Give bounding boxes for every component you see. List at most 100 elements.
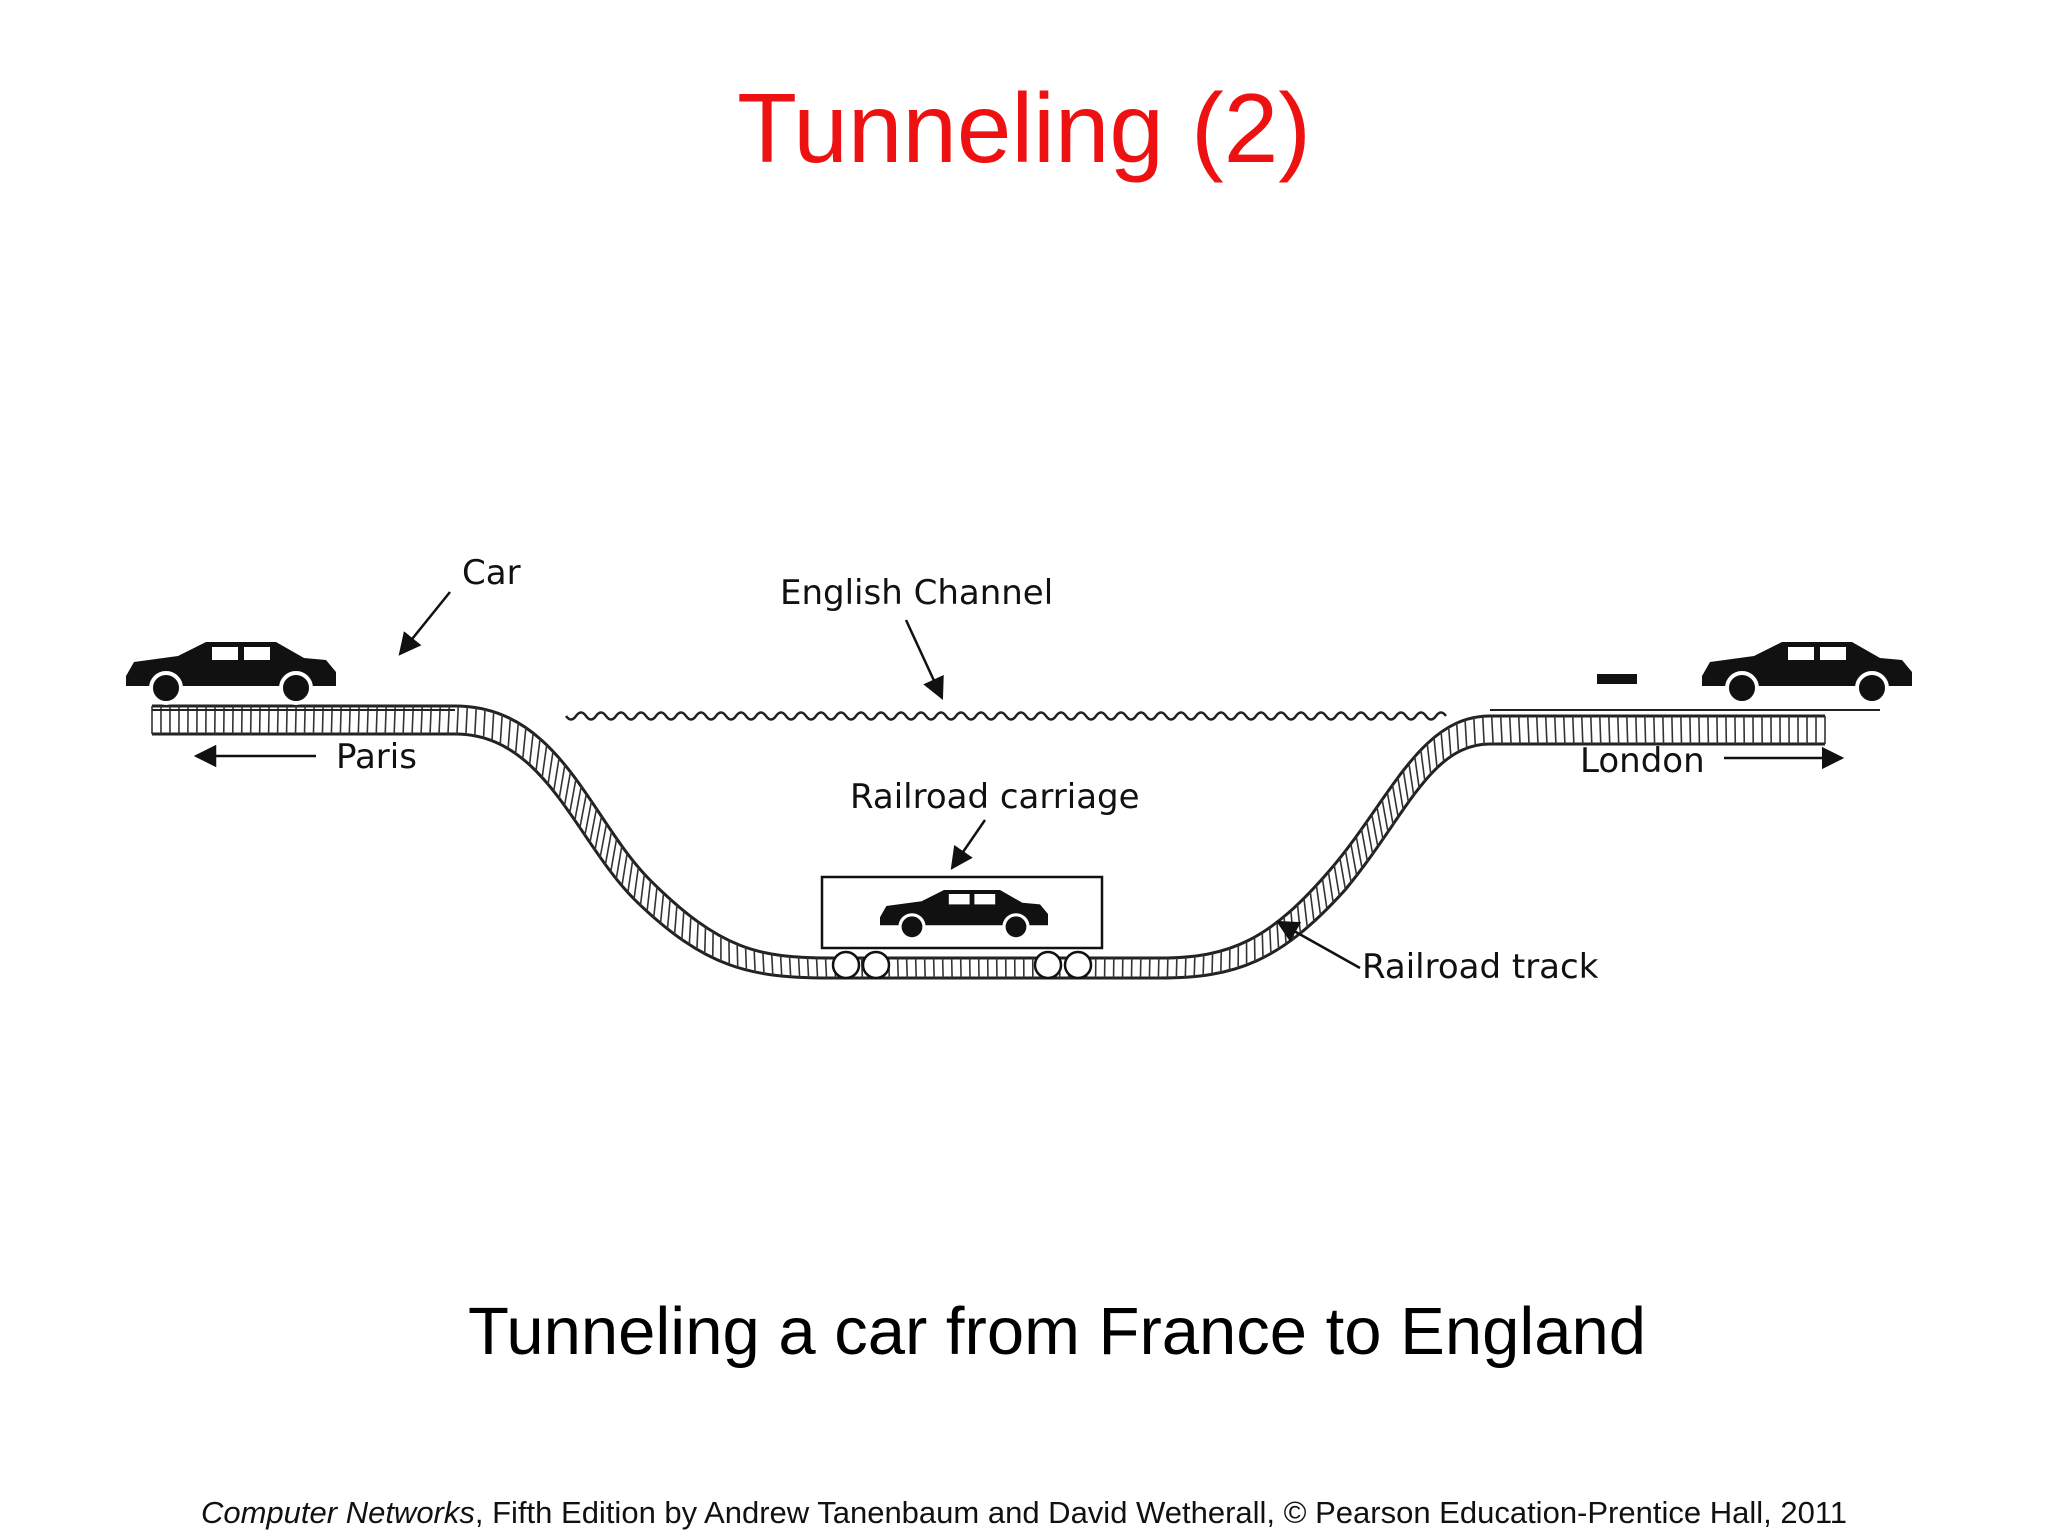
railroad-tie xyxy=(1365,821,1374,854)
railroad-tie xyxy=(1608,715,1611,745)
railroad-tie xyxy=(1397,777,1405,810)
channel-pointer-arrow xyxy=(904,619,944,701)
railroad-tie xyxy=(535,738,541,772)
railroad-tie xyxy=(1481,716,1485,745)
railroad-tie xyxy=(1420,749,1426,782)
railroad-tie xyxy=(753,950,756,973)
railroad-tie xyxy=(1327,871,1335,903)
railroad-tie xyxy=(1653,715,1656,745)
label-railroad-track: Railroad track xyxy=(1362,947,1599,987)
railroad-tie xyxy=(1350,843,1358,876)
railroad-tie xyxy=(1408,763,1415,796)
railroad-tie xyxy=(1562,715,1566,745)
railroad-tie xyxy=(1535,715,1539,745)
railroad-tie xyxy=(779,955,783,977)
slide-caption: Tunneling a car from France to England xyxy=(467,1294,1647,1369)
railroad-tie xyxy=(1440,732,1445,762)
railroad-tie xyxy=(1517,715,1521,745)
railroad-tie xyxy=(541,744,548,778)
railroad-tie xyxy=(1553,715,1557,745)
railroad-tie xyxy=(1402,770,1410,803)
railroad-tie xyxy=(736,944,739,968)
railroad-tie xyxy=(1680,715,1683,745)
railroad-tie xyxy=(584,801,593,836)
railroad-tie xyxy=(1499,715,1503,745)
railroad-tie xyxy=(633,867,640,900)
railroad-tie xyxy=(1490,715,1494,745)
railroad-tie xyxy=(499,714,503,745)
railroad-tie xyxy=(1333,864,1341,897)
railroad-tie xyxy=(507,718,512,749)
railroad-tie xyxy=(1184,956,1187,978)
railroad-tie xyxy=(1472,717,1477,746)
railroad-tie xyxy=(1261,932,1264,958)
railroad-tie xyxy=(615,845,623,879)
railroad-tie xyxy=(673,905,678,935)
car-pointer-arrow xyxy=(398,591,451,656)
carriage-pointer-arrow xyxy=(950,819,987,870)
railroad-tie xyxy=(465,706,469,735)
railroad-tie xyxy=(1391,784,1399,818)
railroad-tie xyxy=(1707,715,1710,745)
railroad-tie xyxy=(568,778,577,814)
dash-mark xyxy=(1597,674,1637,684)
railroad-tie xyxy=(1689,715,1692,745)
railroad-tie xyxy=(599,823,608,858)
railroad-tie xyxy=(806,957,810,978)
railroad-tie xyxy=(788,956,792,977)
footer-book-title: Computer Networks xyxy=(200,1495,475,1530)
railroad-tie xyxy=(579,793,588,828)
railroad-tie xyxy=(609,838,618,872)
railroad-tie xyxy=(1544,715,1548,745)
railroad-tie xyxy=(1339,857,1347,890)
railroad-tie xyxy=(762,952,765,974)
railroad-tie xyxy=(621,853,628,886)
railroad-tie xyxy=(824,957,828,979)
railroad-tie xyxy=(1413,756,1420,788)
railroad-tie xyxy=(1344,850,1352,883)
railroad-tie xyxy=(482,709,486,738)
railroad-tie xyxy=(563,771,572,806)
railroad-tie xyxy=(1455,723,1460,752)
railroad-tie xyxy=(1464,719,1468,749)
railroad-tie xyxy=(1376,806,1384,840)
railroad-tie xyxy=(491,711,495,741)
railroad-tie xyxy=(860,957,864,979)
railroad-tie xyxy=(797,957,801,978)
railroad-tie xyxy=(1698,715,1701,745)
railroad-tie xyxy=(659,893,665,924)
railroad-tie xyxy=(594,816,603,851)
railroad-tie xyxy=(1671,715,1674,745)
footer-credits: , Fifth Edition by Andrew Tanenbaum and … xyxy=(474,1495,1848,1530)
railroad-tie xyxy=(815,957,819,978)
railroad-tie xyxy=(639,873,646,906)
railroad-tie xyxy=(627,860,634,893)
railroad-tie xyxy=(770,954,774,976)
railroad-tie xyxy=(688,916,692,945)
railroad-tie xyxy=(666,899,671,929)
label-car: Car xyxy=(462,553,521,593)
railroad-tie xyxy=(1303,898,1309,928)
car-london xyxy=(1700,640,1914,705)
railroad-tie xyxy=(1526,715,1530,745)
label-english-channel: English Channel xyxy=(780,573,1053,613)
railroad-tie xyxy=(1580,715,1584,745)
railroad-tie xyxy=(1662,715,1665,745)
railroad-tie xyxy=(1386,792,1394,825)
railroad-tie xyxy=(1175,957,1178,978)
railroad-tie xyxy=(1360,829,1369,862)
channel-water xyxy=(564,711,1448,721)
railroad-tie xyxy=(1202,954,1205,976)
railroad-tie xyxy=(1433,737,1438,768)
railroad-tie xyxy=(1371,814,1379,847)
railroad-tie xyxy=(1426,743,1432,775)
railroad-tie xyxy=(1193,956,1196,977)
railroad-tie xyxy=(1598,715,1602,745)
railroad-tie xyxy=(1381,799,1389,832)
railroad-carriage xyxy=(820,875,1104,980)
railroad-tie xyxy=(589,808,598,843)
railroad-tie xyxy=(528,732,534,765)
label-paris: Paris xyxy=(336,737,417,777)
railroad-tie xyxy=(1268,927,1272,954)
